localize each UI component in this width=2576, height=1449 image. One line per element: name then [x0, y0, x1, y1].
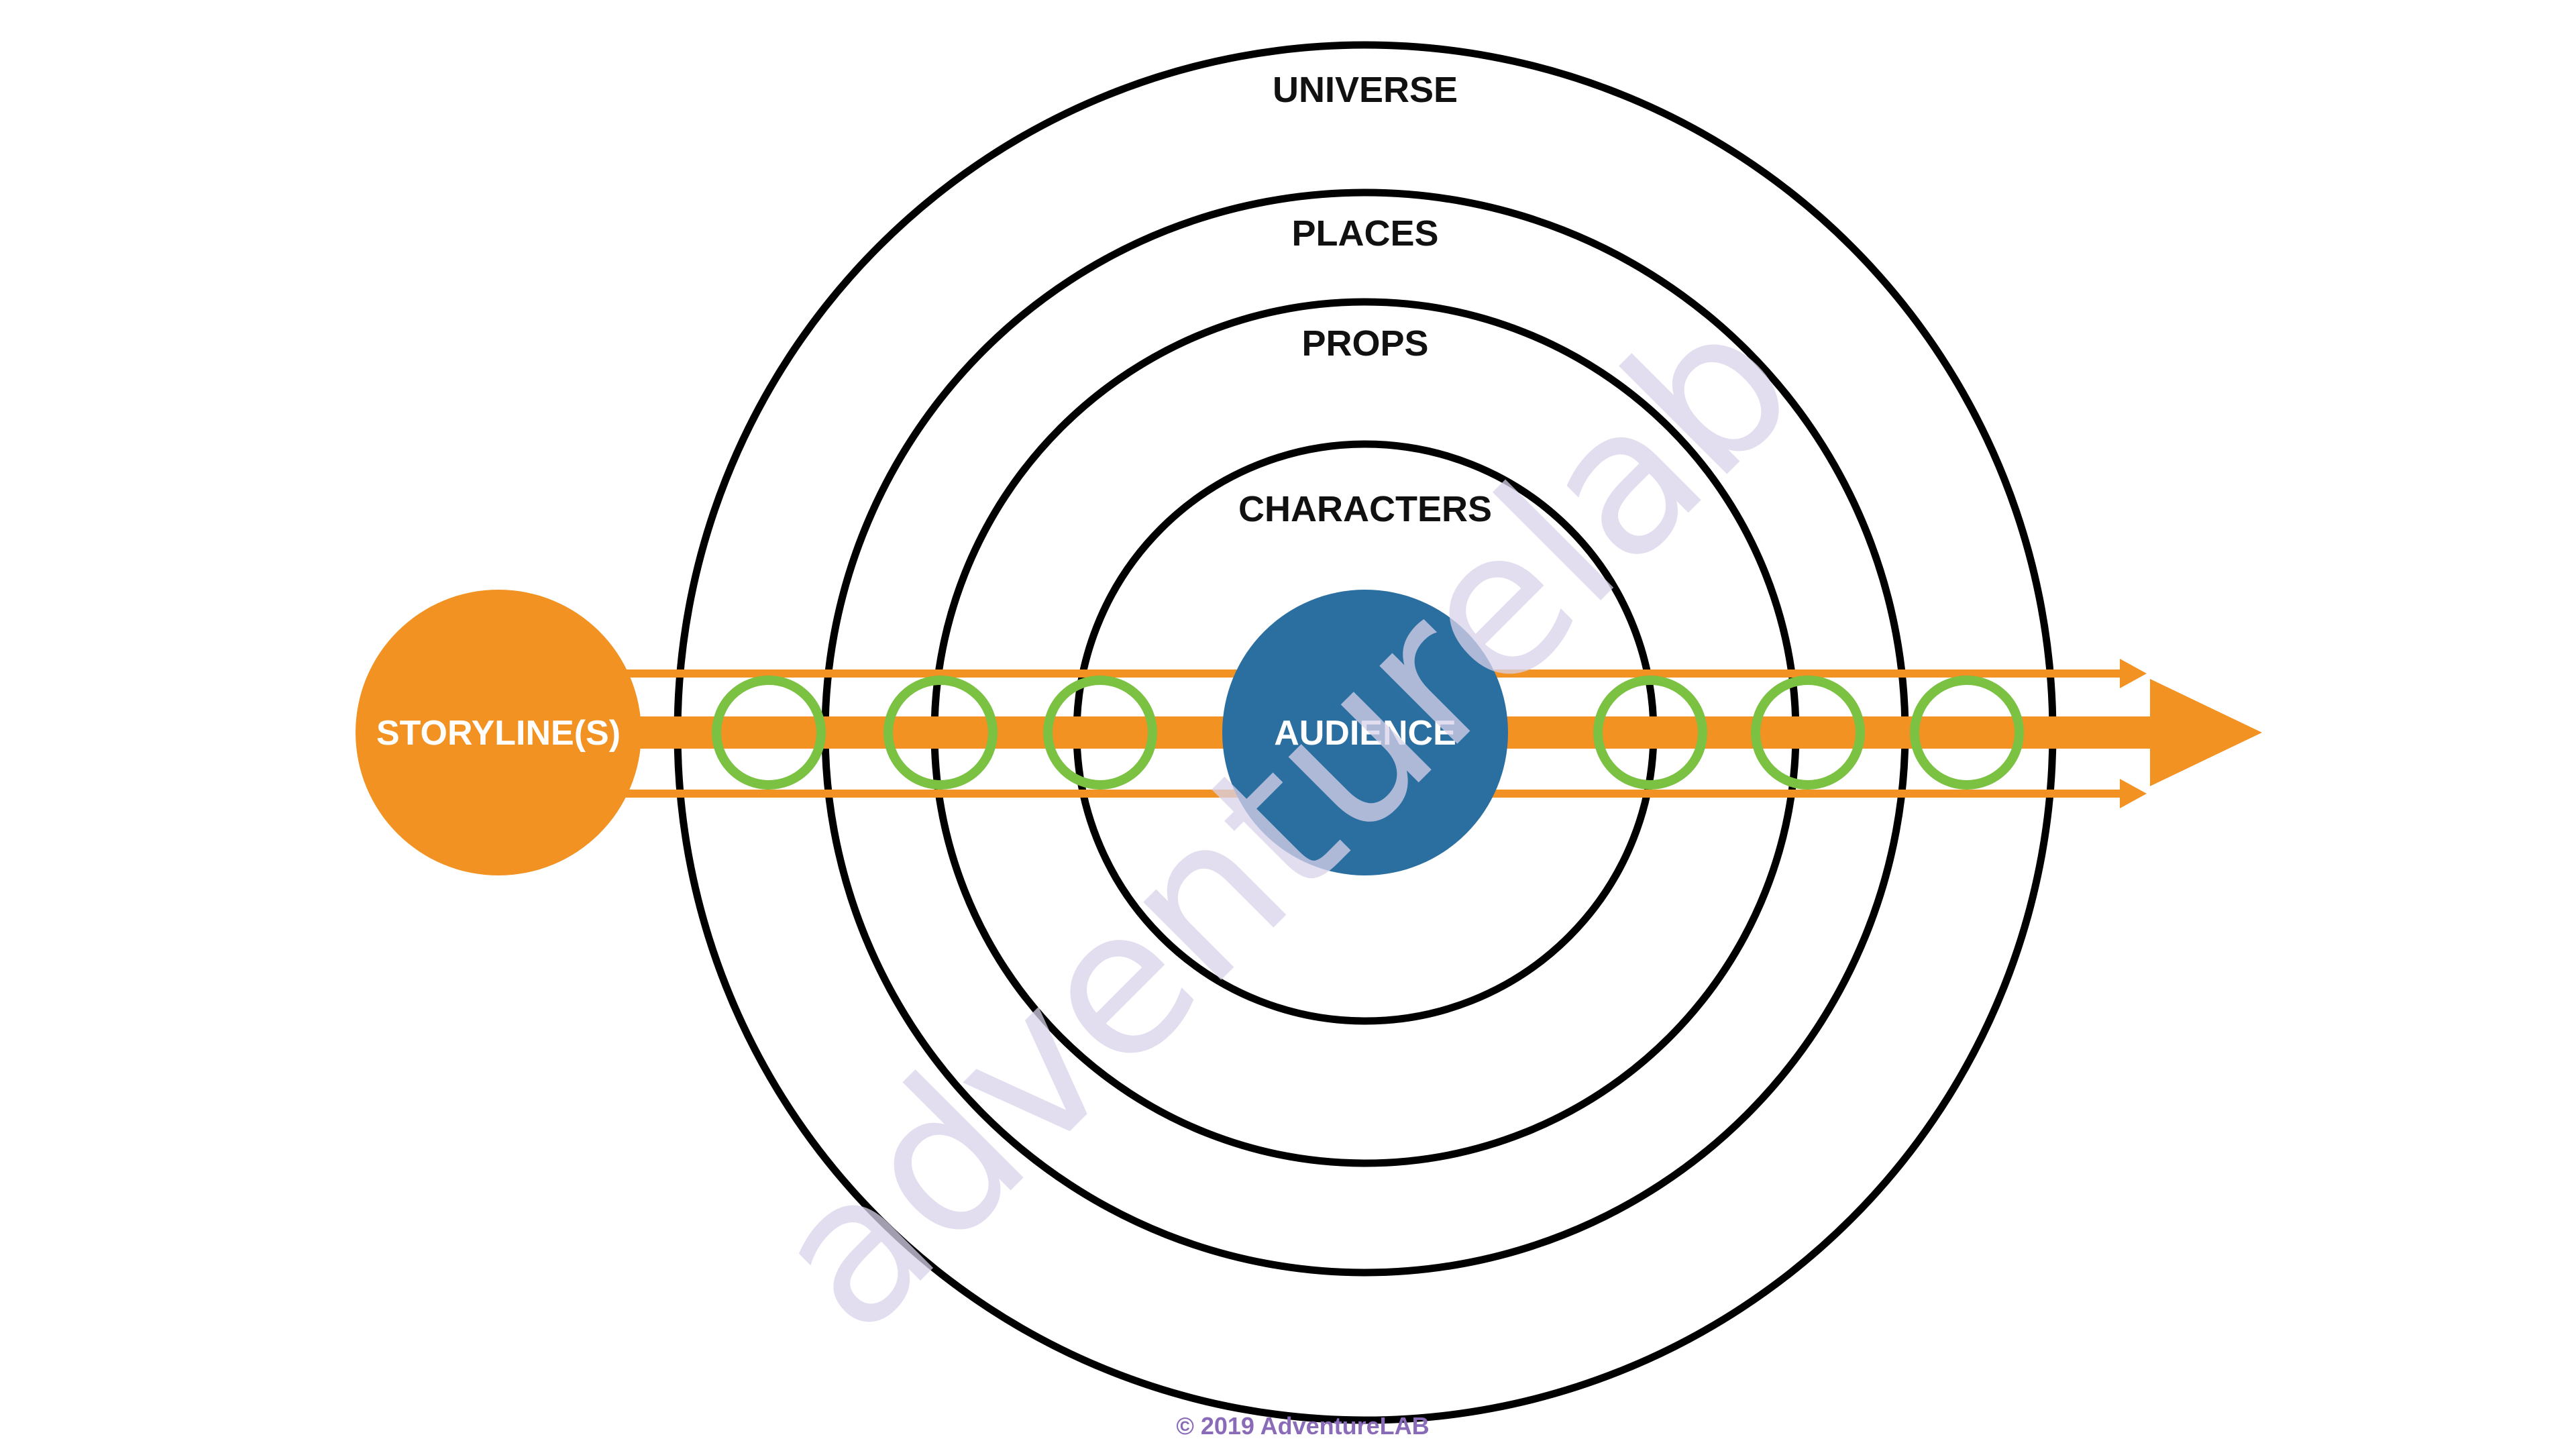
- touchpoint-5: [1751, 676, 1865, 790]
- touchpoint-4: [1593, 676, 1707, 790]
- storyline-label: STORYLINE(S): [376, 714, 621, 753]
- touchpoint-6: [1910, 676, 2024, 790]
- upper-arrow-head: [2120, 659, 2147, 688]
- storyline-node: [356, 590, 641, 875]
- touchpoints: [712, 676, 2024, 790]
- watermark: adventurelab: [727, 265, 1838, 1376]
- audience-label: AUDIENCE: [1274, 714, 1456, 753]
- touchpoint-3: [1043, 676, 1157, 790]
- universe-label: UNIVERSE: [1273, 70, 1458, 110]
- copyright-notice: © 2019 AdventureLAB: [1176, 1412, 1429, 1440]
- main-arrow-head: [2150, 679, 2262, 786]
- touchpoint-1: [712, 676, 826, 790]
- places-label: PLACES: [1291, 213, 1438, 254]
- audience-node: [1222, 590, 1508, 875]
- touchpoint-2: [883, 676, 998, 790]
- lower-arrow-head: [2120, 779, 2147, 808]
- characters-label: CHARACTERS: [1238, 489, 1492, 529]
- props-label: PROPS: [1301, 323, 1428, 364]
